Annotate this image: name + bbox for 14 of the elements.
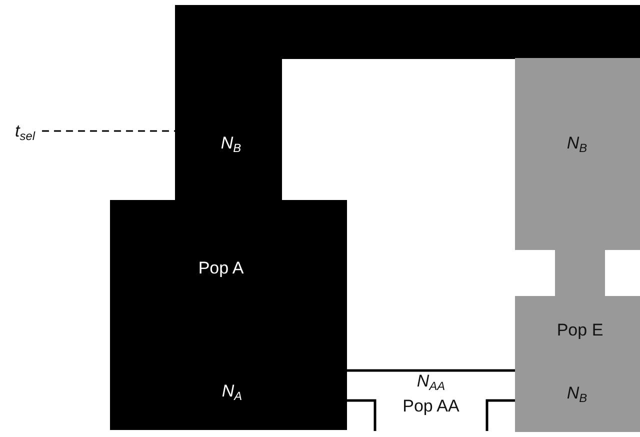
population-block: [515, 58, 640, 432]
size-label: N$_{A}$: [222, 382, 242, 400]
time-label: t$_{sel}$: [15, 122, 35, 140]
size-label: N$_{B}$: [566, 384, 588, 402]
population-block: [110, 58, 347, 430]
population-label: Pop A: [198, 260, 244, 276]
population-label: Pop AA: [402, 398, 460, 414]
population-outline: [347, 369, 515, 432]
size-label: N$_{B}$: [566, 134, 588, 152]
population-label: Pop E: [556, 322, 604, 338]
ancestral-population-band: [175, 5, 640, 59]
size-label: N$_{AA}$: [416, 372, 446, 390]
leader-line: [42, 130, 175, 132]
size-label: N$_{B}$: [220, 134, 242, 152]
